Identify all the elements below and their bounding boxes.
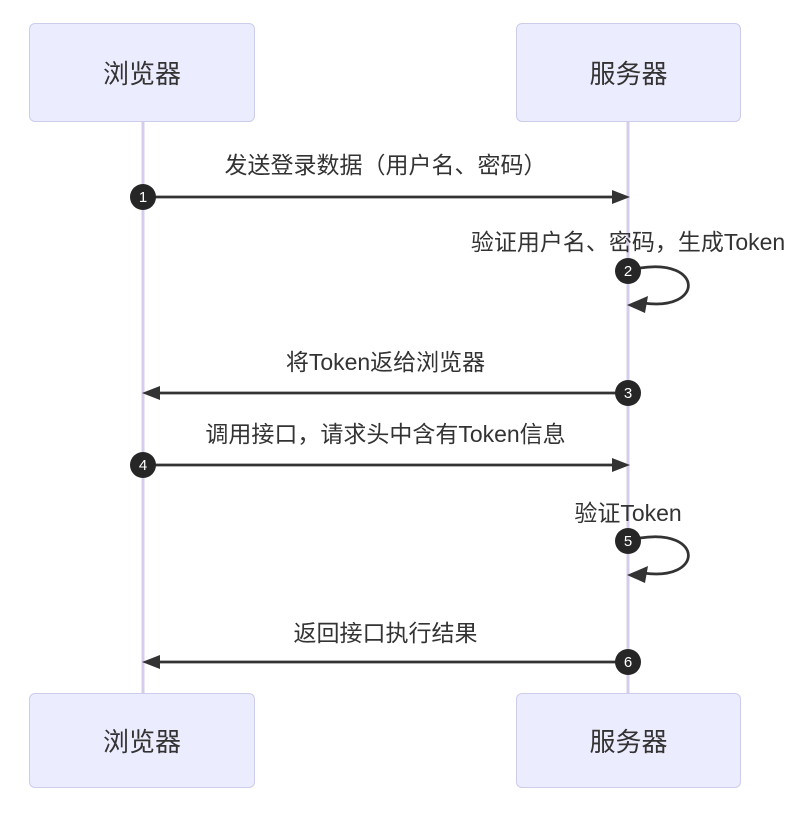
sequence-number-6: 6 [615, 649, 641, 675]
actor-label: 服务器 [589, 727, 668, 757]
actor-label: 浏览器 [102, 727, 181, 757]
actor-browser-top: 浏览器 [29, 23, 255, 122]
sequence-number-2: 2 [615, 258, 641, 284]
sequence-number-3: 3 [615, 380, 641, 406]
message-2-arrowhead [627, 296, 648, 313]
actor-browser-bottom: 浏览器 [29, 693, 255, 788]
sequence-number-4: 4 [130, 452, 156, 478]
actor-server-bottom: 服务器 [516, 693, 741, 788]
message-3-label: 将Token返给浏览器 [285, 349, 486, 375]
message-5-label: 验证Token [574, 500, 682, 526]
actor-server-top: 服务器 [516, 23, 741, 122]
actor-label: 服务器 [589, 59, 668, 89]
message-1-arrowhead [612, 190, 630, 204]
message-6-arrowhead [142, 655, 160, 669]
message-5-loop [639, 535, 690, 576]
message-3-arrowhead [142, 386, 160, 400]
message-5-arrowhead [627, 566, 648, 583]
sequence-number-5: 5 [615, 528, 641, 554]
message-2-loop [639, 265, 690, 306]
message-6-label: 返回接口执行结果 [293, 620, 478, 646]
sequence-number-1: 1 [130, 184, 156, 210]
message-4-label: 调用接口，请求头中含有Token信息 [205, 421, 566, 447]
message-1-label: 发送登录数据（用户名、密码） [224, 152, 547, 178]
message-4-arrowhead [612, 458, 630, 472]
message-2-label: 验证用户名、密码，生成Token [470, 229, 786, 255]
actor-label: 浏览器 [102, 59, 181, 89]
